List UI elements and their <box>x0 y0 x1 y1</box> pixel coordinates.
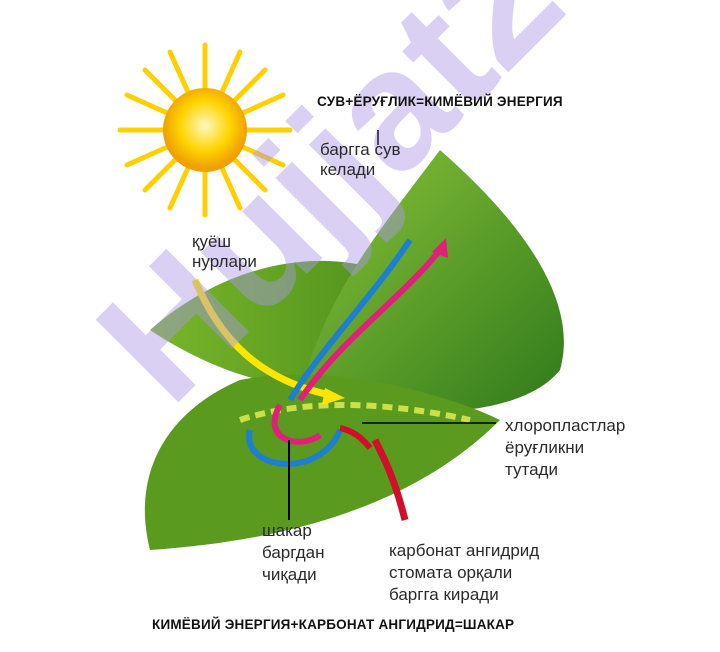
label-co2: карбонат ангидрид стомата орқали баргга … <box>389 541 540 604</box>
water-arrow <box>287 238 413 402</box>
label-chloroplasts: хлоропластлар ёруғликни тутади <box>505 416 626 479</box>
label-sugar: шакар баргдан чиқади <box>262 521 325 584</box>
label-water: баргга сув келади <box>320 140 401 179</box>
leaf-front <box>144 374 500 550</box>
label-sunlight: қуёш нурлари <box>192 232 257 271</box>
co2-inner-arrow <box>339 425 373 450</box>
equation-bottom: КИМЁВИЙ ЭНЕРГИЯ+КАРБОНАТ АНГИДРИД=ШАКАР <box>152 617 515 632</box>
sun-icon <box>117 42 293 218</box>
water-cycle-arrow <box>246 428 343 467</box>
co2-arrow <box>371 438 409 521</box>
sugar-cycle-arrow <box>271 403 322 445</box>
leaf-main <box>300 150 564 413</box>
equation-top: СУВ+ЁРУҒЛИК=КИМЁВИЙ ЭНЕРГИЯ <box>317 94 563 109</box>
sugar-arrow <box>297 248 443 402</box>
